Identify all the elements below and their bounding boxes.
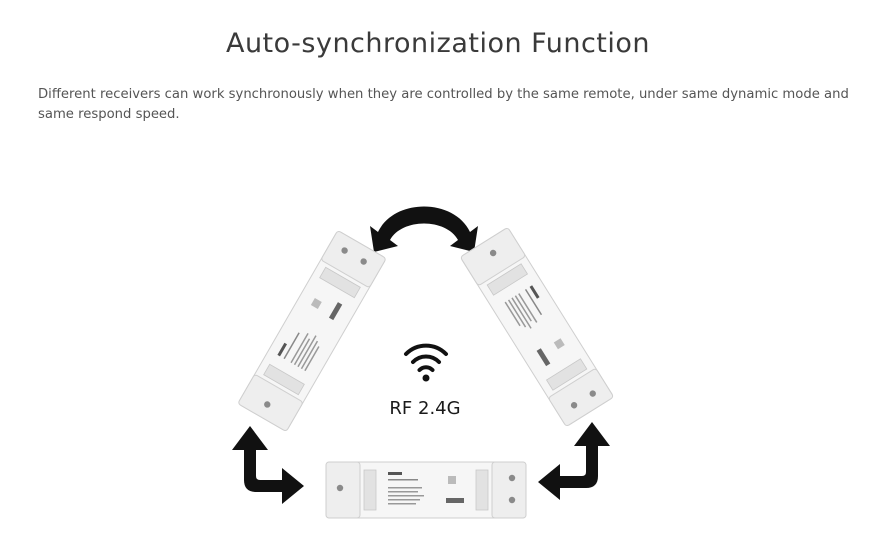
top-curved-double-arrow <box>370 206 478 252</box>
page-title: Auto-synchronization Function <box>225 28 651 59</box>
left-bent-arrow <box>232 426 304 504</box>
receiver-right <box>459 226 615 428</box>
right-bent-arrow <box>538 422 610 500</box>
wifi-icon <box>404 343 448 382</box>
receiver-bottom <box>325 461 527 519</box>
page-description: Different receivers can work synchronous… <box>38 87 849 122</box>
signal-label: RF 2.4G <box>389 398 461 419</box>
